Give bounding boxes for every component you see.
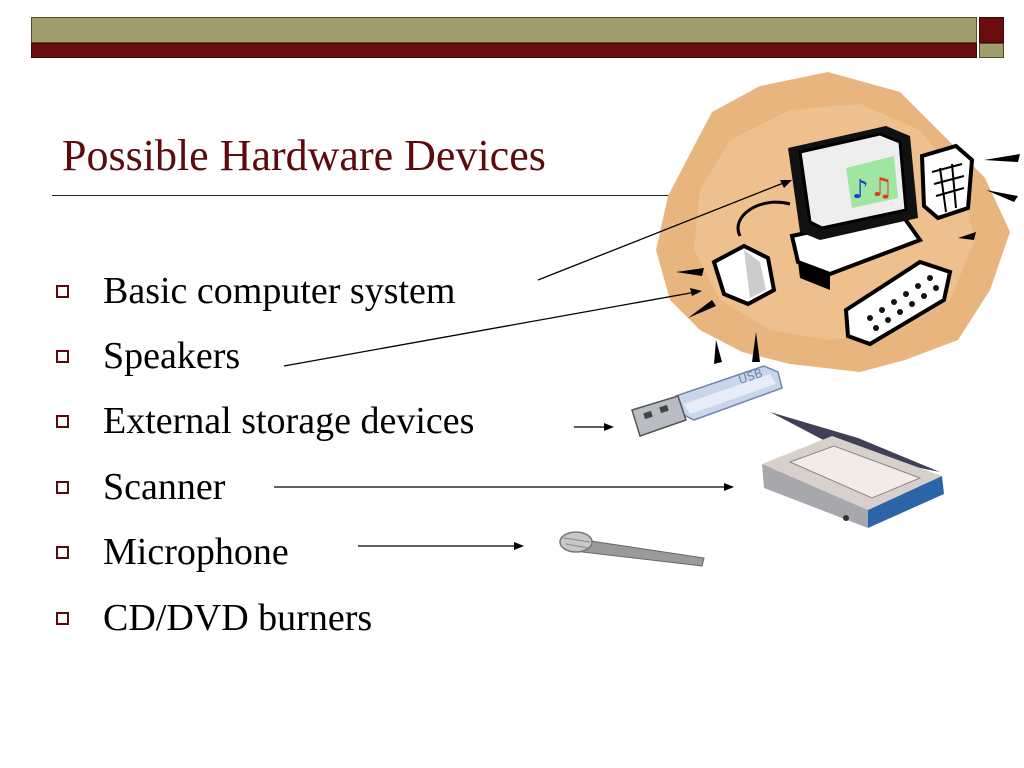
bullet-text: CD/DVD burners <box>103 597 373 639</box>
list-item: Basic computer system <box>56 266 455 316</box>
list-item: Speakers <box>56 331 240 381</box>
bullet-text: Scanner <box>103 466 226 508</box>
square-bullet-icon <box>56 480 69 494</box>
line-computer <box>537 181 787 281</box>
bullet-text: Microphone <box>103 531 289 573</box>
header-square-maroon <box>979 17 1004 43</box>
bullet-text: Basic computer system <box>103 270 456 312</box>
square-bullet-icon <box>56 414 69 428</box>
line-speakers <box>283 291 697 367</box>
square-bullet-icon <box>56 349 69 363</box>
header-square-olive <box>979 43 1004 58</box>
square-bullet-icon <box>56 284 69 298</box>
slide-title: Possible Hardware Devices <box>62 131 546 180</box>
scanner-icon <box>762 412 944 528</box>
list-item: Scanner <box>56 462 225 512</box>
computer-system-icon: ♪ ♫ <box>656 72 1020 372</box>
list-item: Microphone <box>56 527 289 577</box>
list-item: External storage devices <box>56 396 474 446</box>
square-bullet-icon <box>56 545 69 559</box>
connector-lines <box>274 181 787 547</box>
bullet-text: External storage devices <box>103 400 475 442</box>
svg-text:♫: ♫ <box>870 173 893 203</box>
list-item: CD/DVD burners <box>56 593 372 643</box>
header-bar-maroon <box>31 43 977 58</box>
bullet-text: Speakers <box>103 335 241 377</box>
square-bullet-icon <box>56 611 69 625</box>
arrowheads <box>514 180 792 550</box>
svg-text:♪: ♪ <box>852 175 869 205</box>
title-underline <box>52 195 712 196</box>
header-bar-olive <box>31 17 977 43</box>
microphone-icon <box>559 531 705 567</box>
usb-drive-icon: USB <box>631 365 783 437</box>
